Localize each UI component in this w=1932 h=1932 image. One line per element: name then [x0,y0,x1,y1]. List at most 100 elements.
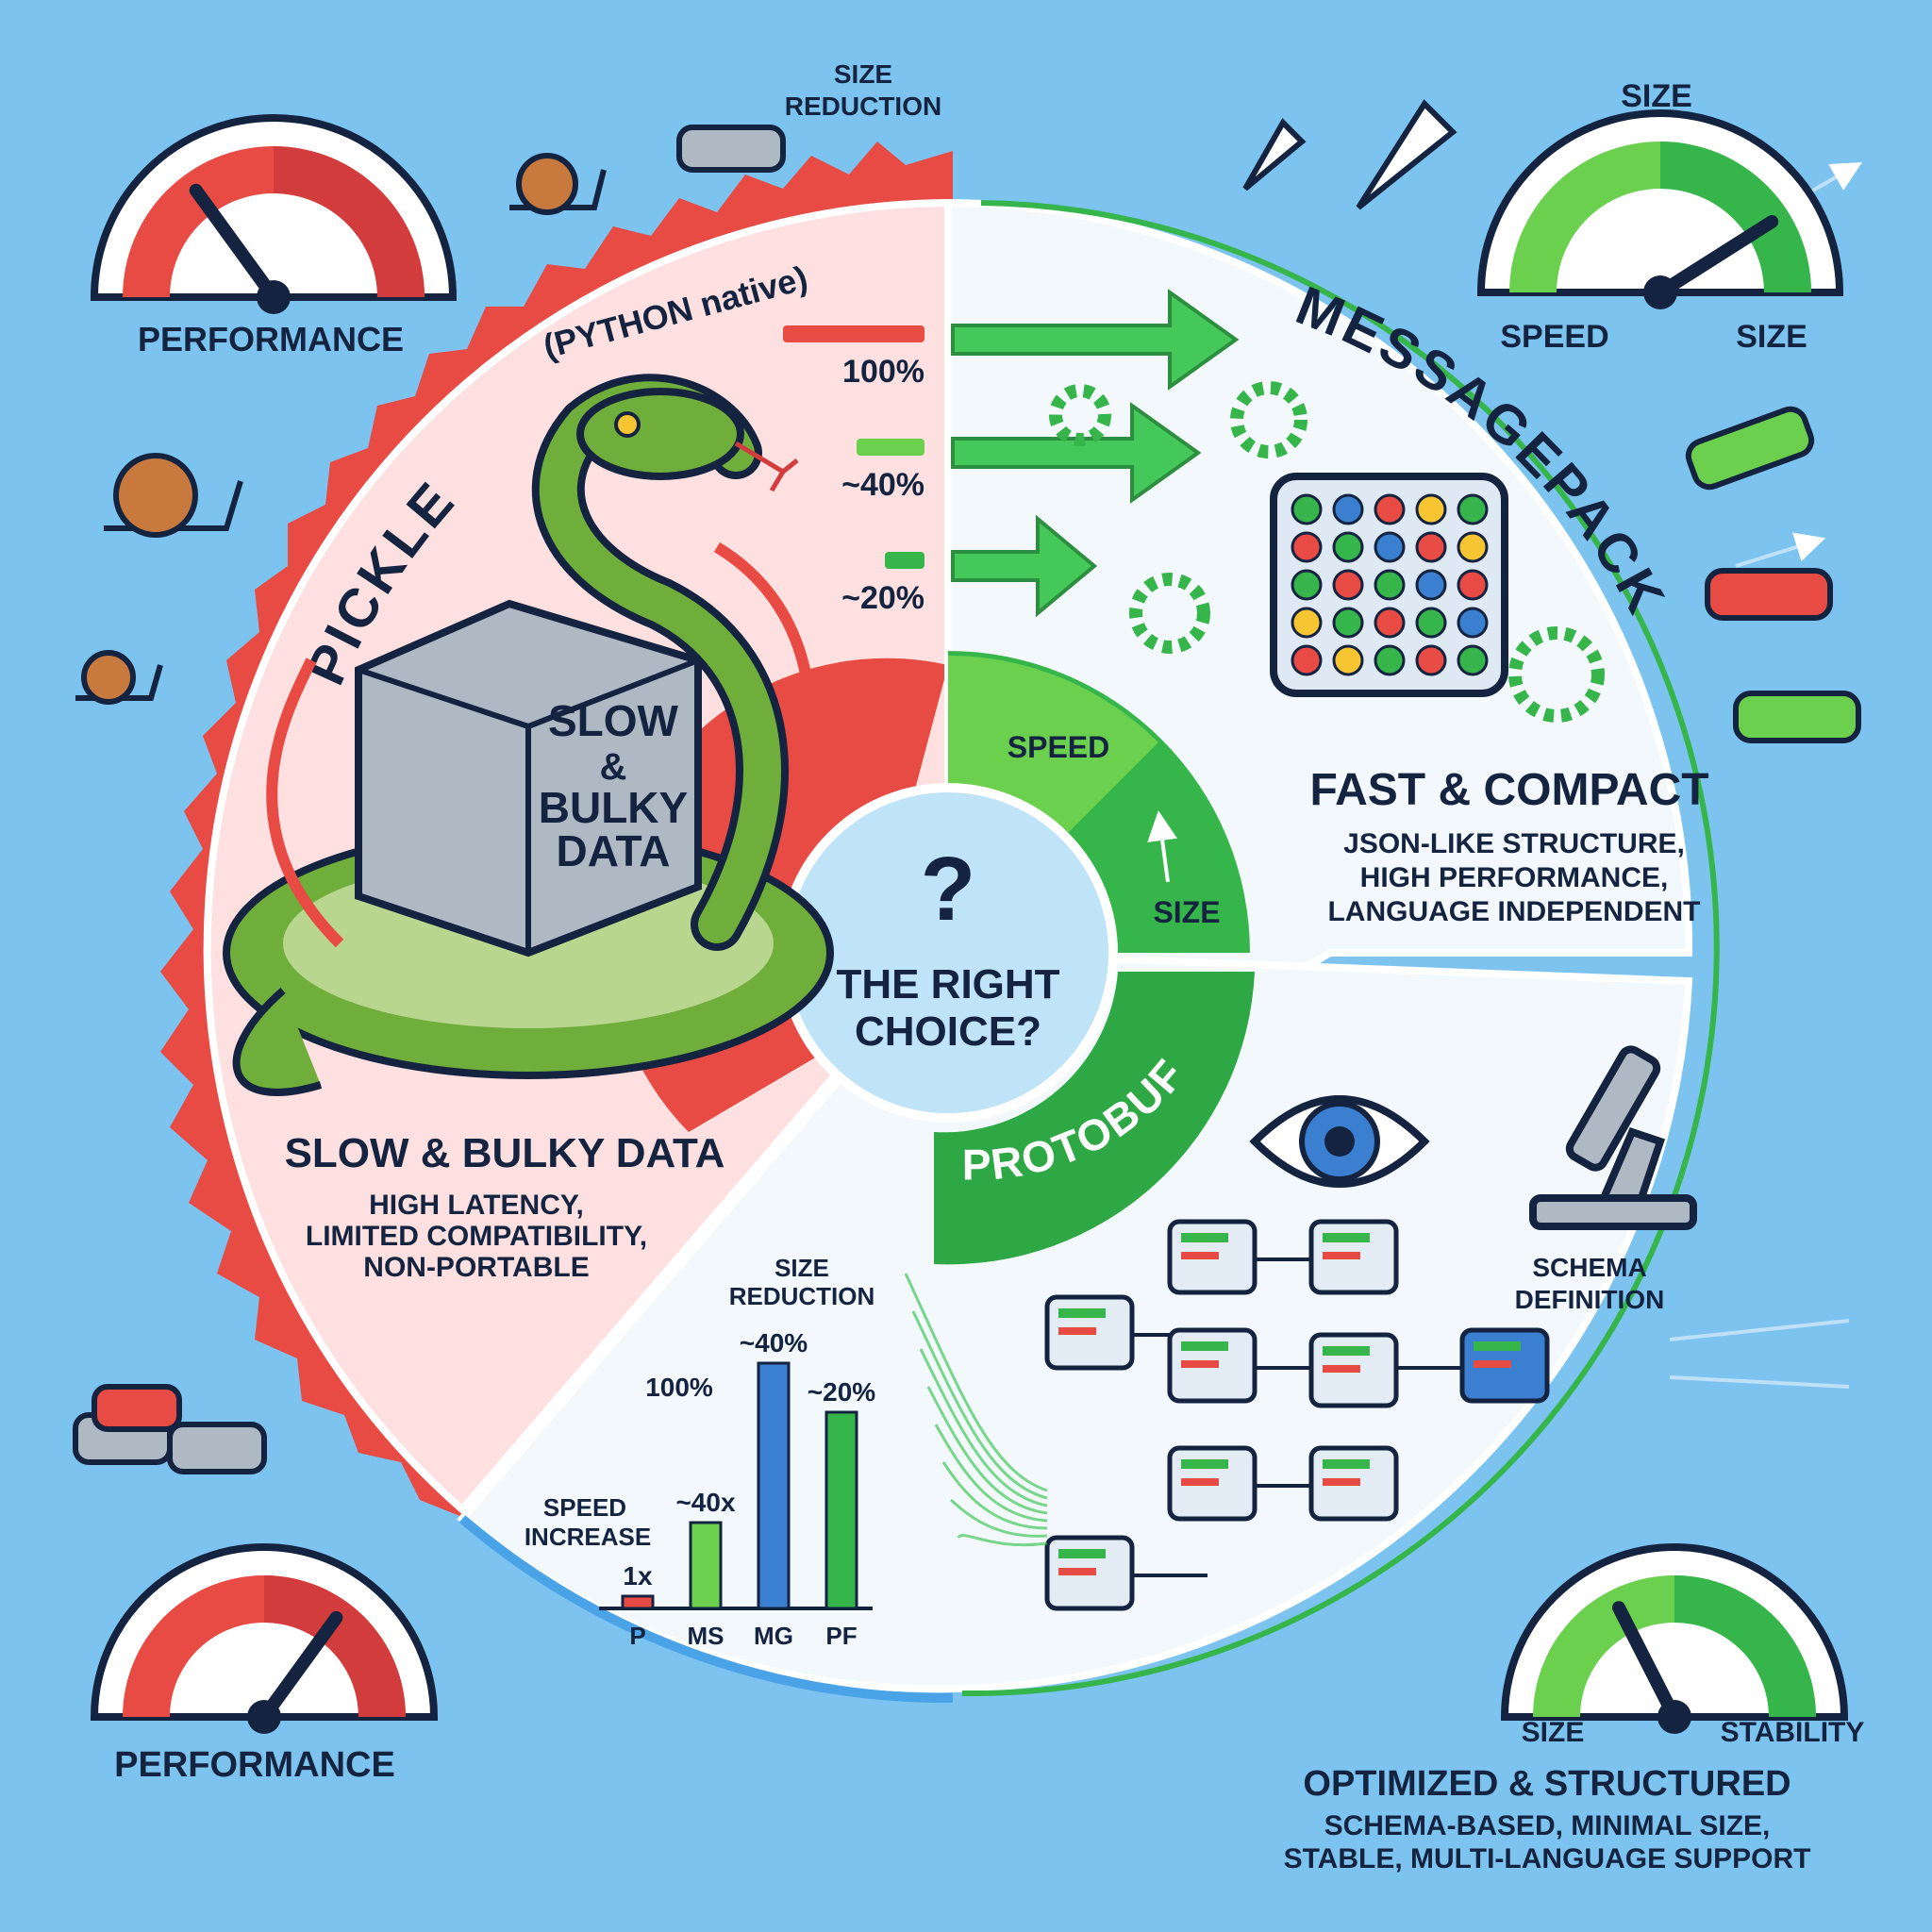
flow-line [919,1348,1048,1507]
ring-label-speed: SPEED [1008,730,1109,764]
gauge-top-right [1476,109,1844,309]
flow-line [911,1310,1048,1500]
snail-icons [75,153,607,705]
pickle-size-bar [857,439,924,456]
chart-category: PF [825,1622,857,1650]
flow-line [926,1386,1048,1515]
ring-label-size: SIZE [1153,895,1220,929]
schema-card-line [1181,1252,1219,1259]
grid-dot [1374,493,1406,525]
gear-icon [1049,384,1111,446]
gauge-band-light [274,146,425,297]
schema-card-line [1058,1568,1096,1575]
grid-dot [1374,569,1406,601]
pickle-size-bars: 100%~40%~20% [783,325,924,616]
gauge-hub [247,1700,281,1734]
gauge-top-left [90,114,458,314]
pickle-size-bar [885,552,924,569]
gauge-hub [1643,275,1677,309]
rocket-icon [1356,99,1457,210]
outer-ring-blue [458,1515,954,1704]
data-box: SLOW & BULKY DATA [355,599,702,958]
grid-dot [1457,493,1489,525]
chart-category: MG [754,1622,793,1650]
messagepack-desc-1: JSON-LIKE STRUCTURE, [1343,828,1685,859]
grid-dot [1415,644,1447,676]
flow-line [904,1273,1048,1492]
grid-dot [1457,531,1489,563]
car-icon [676,125,786,173]
box-label-1: SLOW [548,696,679,745]
snake-illustration: SLOW & BULKY DATA [223,374,834,1096]
gear-icon [1129,573,1210,654]
car-icon [1685,406,1815,491]
flow-line [934,1424,1048,1523]
grid-dot [1415,569,1447,601]
grid-dot [1457,569,1489,601]
gauge-tl-label: PERFORMANCE [138,320,404,358]
snail-icon [509,153,607,215]
pickle-desc-1: HIGH LATENCY, [369,1190,584,1221]
messagepack-desc-3: LANGUAGE INDEPENDENT [1327,896,1700,927]
center-line-2: CHOICE? [855,1008,1041,1055]
gauge-br-left: SIZE [1522,1717,1585,1748]
top-label-2: REDUCTION [785,92,941,121]
chart-title-1: SIZE [774,1254,829,1282]
schema-card-line [1058,1549,1106,1558]
gauge-needle [1654,214,1779,299]
grid-dot [1457,607,1489,639]
protobuf-desc-2: STABLE, MULTI-LANGUAGE SUPPORT [1284,1843,1811,1874]
messagepack-desc-2: HIGH PERFORMANCE, [1360,862,1669,893]
schema-card-line [1181,1360,1219,1368]
chart-bar [621,1594,655,1610]
protobuf-desc-1: SCHEMA-BASED, MINIMAL SIZE, [1324,1810,1771,1841]
grid-dot [1291,493,1323,525]
grid-dot [1291,644,1323,676]
chart-category: MS [688,1622,724,1650]
chart-ylabel-1: SPEED [543,1493,626,1522]
gauge-needle [258,1610,343,1724]
chart-category: P [629,1622,645,1650]
grid-dot [1374,607,1406,639]
gauge-bottom-left [90,1543,439,1734]
gauge-band-light [264,1575,406,1717]
flow-line [957,1534,1048,1547]
schema-card-line [1323,1233,1370,1242]
schema-card-line [1058,1327,1096,1335]
car-icon [1705,568,1833,621]
microscope-icon [1529,1045,1697,1230]
gear-icons [1049,381,1605,723]
grid-dot [1291,607,1323,639]
box-label-4: DATA [557,826,671,875]
box-label-3: BULKY [539,783,688,832]
flow-line [941,1461,1048,1530]
rocket-icon [1242,118,1307,192]
chart-data-label: ~40% [740,1328,808,1357]
gauge-hub [1657,1700,1691,1734]
pickle-desc-2: LIMITED COMPATIBILITY, [306,1221,647,1252]
grid-dot [1457,644,1489,676]
chart-data-label: ~40x [675,1488,735,1517]
eye-icon [1249,1095,1430,1188]
gauge-tr-left: SPEED [1500,319,1608,355]
gauge-tr-title: SIZE [1621,78,1692,114]
rocket-icons [1242,99,1457,210]
protobuf-heading: OPTIMIZED & STRUCTURED [1303,1764,1790,1804]
chart-data-label: 1x [623,1561,653,1591]
gauge-needle [189,183,280,304]
ring-up-arrow [1147,810,1177,883]
pickle-size-bar [783,325,924,342]
gauge-br-right: STABILITY [1721,1717,1865,1748]
question-mark: ? [921,839,976,940]
grid-dot [1332,644,1364,676]
gauge-band-light [1674,1575,1816,1717]
pickle-size-label: ~20% [841,580,924,616]
schema-card-line [1181,1459,1228,1469]
schema-flow [904,1219,1550,1611]
chart-data-label: ~20% [808,1377,875,1407]
car-icon [92,1384,182,1432]
snail-icon [104,453,243,538]
messagepack-heading: FAST & COMPACT [1309,765,1708,815]
gear-icon [1230,381,1307,458]
